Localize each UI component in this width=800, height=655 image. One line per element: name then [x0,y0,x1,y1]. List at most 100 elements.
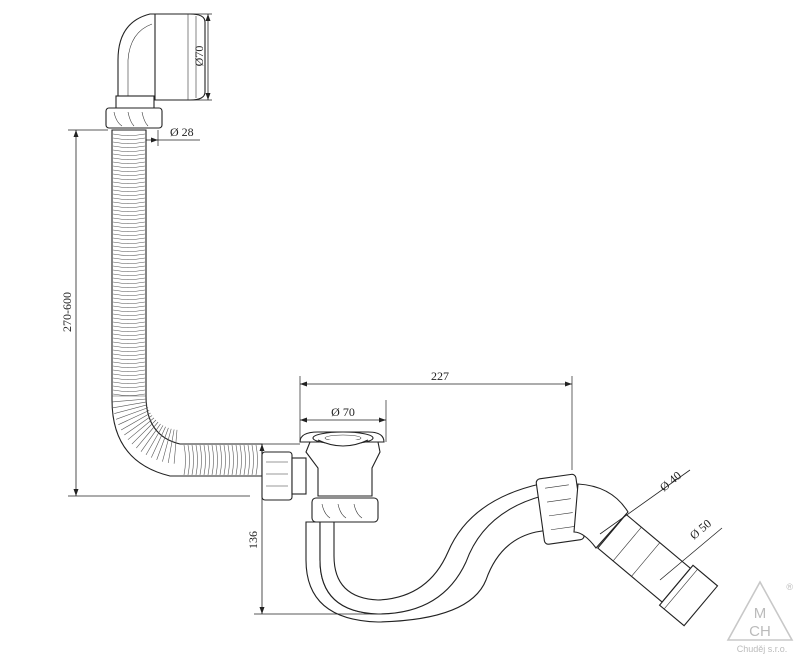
hose-rib [112,257,146,260]
hose-rib [247,444,250,476]
hose-rib [112,245,146,248]
hose-rib [112,149,146,152]
hose-rib [112,221,146,224]
hose-rib [112,297,146,300]
hose-rib [207,444,210,476]
hose-rib [112,333,146,336]
hose-rib [195,444,198,476]
hose-rib [112,309,146,312]
hose-rib [191,444,194,476]
hose-rib [112,357,146,360]
hose-rib [112,389,146,392]
hose-rib [112,381,146,384]
hose-rib [112,229,146,232]
hose-rib [112,137,146,140]
hose-diameter-label: Ø 28 [170,125,194,139]
hose-rib [112,217,146,220]
drain-height-dimension: 136 [246,443,380,615]
hose-rib [112,373,146,376]
hose-rib [112,277,146,280]
hose-rib [215,444,218,476]
hose-bend-rib [131,419,157,445]
trap-body [261,431,719,627]
hose-rib [211,444,214,476]
hose-rib [112,165,146,168]
hose-bend-rib [127,417,155,440]
hose-rib [219,444,222,476]
hose-rib [112,353,146,356]
overflow-head [105,13,206,129]
hose-rib [112,365,146,368]
hose-rib [112,317,146,320]
hose-rib [112,205,146,208]
hose-bend-rib [115,407,149,420]
hose-bend-rib [112,398,147,403]
hose-bend-rib [173,429,178,464]
hose-rib [112,161,146,164]
hose-rib [112,329,146,332]
logo-letters-bottom: CH [749,623,771,640]
hose-rib [112,321,146,324]
hose-rib [112,145,146,148]
overflow-diameter-label: Ø70 [192,46,206,67]
hose-rib [112,253,146,256]
hose-rib [199,444,202,476]
hose-rib [112,269,146,272]
hose-rib [235,444,238,476]
hose-rib [112,261,146,264]
hose-rib [112,349,146,352]
hose-bend-rib [112,401,147,409]
trap-diameter-dimension: Ø 70 [299,400,387,442]
overflow-diameter-dimension: Ø70 [190,13,212,101]
hose-rib [112,209,146,212]
hose-bend-rib [140,423,161,452]
hose-rib [227,444,230,476]
hose-rib [112,289,146,292]
hose-rib [112,173,146,176]
hose-bend-rib [151,426,166,458]
hose-rib [112,293,146,296]
hose-ribs [112,133,146,396]
hose-rib [112,301,146,304]
hose-rib [112,197,146,200]
hose-rib [187,444,190,476]
hose-rib [112,241,146,244]
hose-rib [112,153,146,156]
hose-rib [112,305,146,308]
hose-bend-rib [145,425,164,456]
logo-letters-top: M [754,605,767,622]
hose-rib [112,393,146,396]
hose-rib [112,169,146,172]
hose-bend-rib [156,427,169,461]
corrugated-hose [111,129,263,477]
trap-length-label: 227 [431,369,449,383]
hose-length-dimension: 270-600 [60,129,250,497]
hose-bend-rib [167,429,175,464]
hose-rib [255,444,258,476]
hose-rib [112,345,146,348]
hose-rib [112,377,146,380]
hose-rib [223,444,226,476]
hose-length-label: 270-600 [60,292,74,332]
hose-rib [112,361,146,364]
drain-height-label: 136 [246,531,260,549]
hose-bend-ribs [112,395,258,476]
hose-rib [112,325,146,328]
hose-rib [112,141,146,144]
hose-rib [112,337,146,340]
hose-rib [112,237,146,240]
hose-rib [112,281,146,284]
hose-rib [112,265,146,268]
company-logo: M CH ® Chuděj s.r.o. [726,580,793,654]
hose-rib [112,157,146,160]
hose-rib [239,444,242,476]
hose-bend-rib [120,412,151,431]
hose-rib [112,273,146,276]
hose-rib [112,189,146,192]
logo-registered: ® [786,582,793,592]
trap-diameter-label: Ø 70 [331,405,355,419]
hose-bend-rib [136,421,159,449]
hose-bend-rib [124,415,153,436]
hose-rib [251,444,254,476]
